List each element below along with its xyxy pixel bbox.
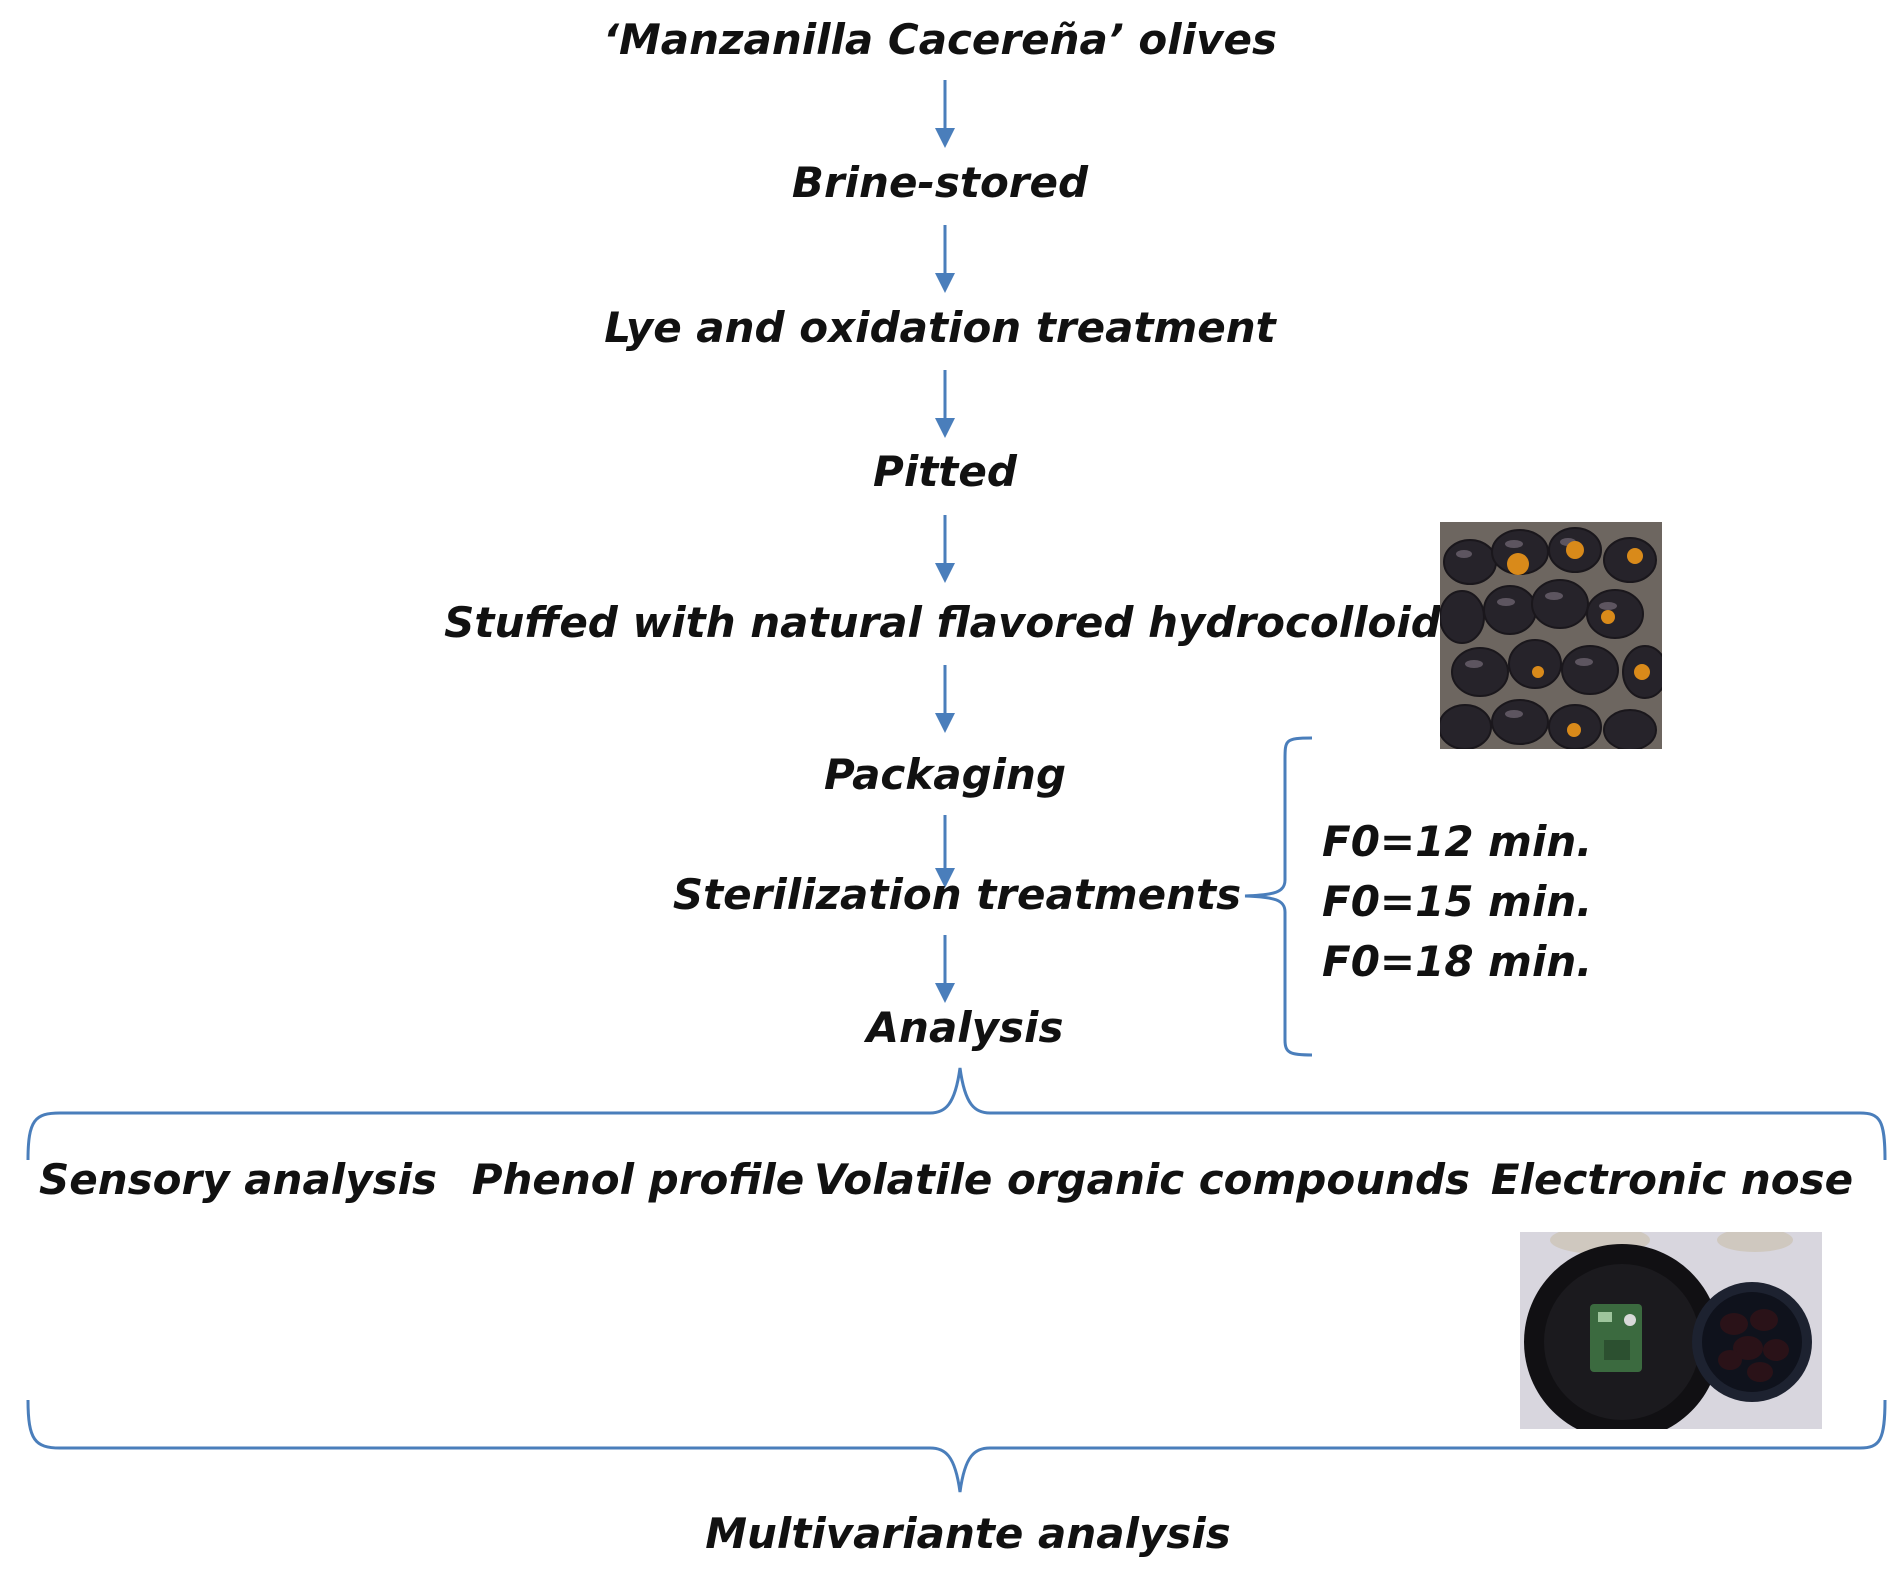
- step-analysis: Analysis: [866, 1003, 1064, 1052]
- step-lye-oxidation: Lye and oxidation treatment: [604, 303, 1276, 352]
- flow-arrowhead-7: [935, 983, 955, 1003]
- electronic-nose-photo: [1520, 1232, 1822, 1429]
- curly-brace: [1291, 720, 1315, 738]
- step-stuffed: Stuffed with natural flavored hydrocollo…: [444, 598, 1466, 647]
- sterilization-option-3: F0=18 min.: [1322, 937, 1593, 986]
- flow-arrowhead-5: [935, 713, 955, 733]
- step-packaging: Packaging: [823, 750, 1067, 799]
- sterilization-brace-shape: [1285, 700, 1315, 1045]
- analysis-phenol: Phenol profile: [471, 1155, 805, 1204]
- flow-arrowhead-1: [935, 128, 955, 148]
- bracket-sterilization: [1244, 736, 1313, 1057]
- flow-arrowhead-4: [935, 563, 955, 583]
- analysis-voc: Volatile organic compounds: [813, 1155, 1471, 1204]
- options-brace: [1245, 735, 1310, 900]
- options-brace-visible: [1245, 737, 1278, 900]
- brace-f0: [1285, 737, 1312, 1055]
- flow-arrowhead-6: [935, 868, 955, 888]
- stuffed-olives-photo: [1440, 522, 1662, 749]
- step-olives: ‘Manzanilla Cacereña’ olives: [603, 15, 1277, 64]
- flow-arrowhead-2: [935, 273, 955, 293]
- analysis-sensory: Sensory analysis: [39, 1155, 437, 1204]
- step-brine-stored: Brine-stored: [791, 158, 1089, 207]
- step-pitted: Pitted: [873, 447, 1017, 496]
- flow-arrowhead-3: [935, 418, 955, 438]
- sterilization-option-2: F0=15 min.: [1322, 877, 1593, 926]
- multivariate-analysis: Multivariante analysis: [705, 1509, 1231, 1558]
- brace-f0-top: [1285, 700, 1312, 737]
- multivariate-brace: [26, 1399, 1887, 1493]
- step-sterilization: Sterilization treatments: [672, 870, 1242, 919]
- sterilization-option-1: F0=12 min.: [1322, 817, 1593, 866]
- analysis-brace: [26, 1067, 1887, 1161]
- analysis-electronic-nose: Electronic nose: [1490, 1155, 1854, 1204]
